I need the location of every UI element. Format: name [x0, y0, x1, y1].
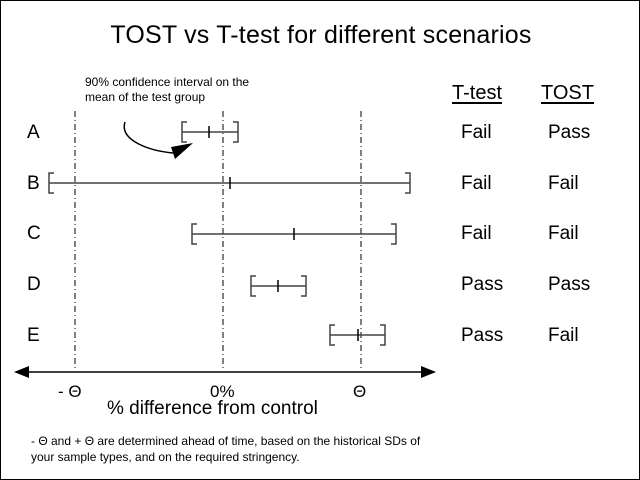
result-tost-d: Pass [548, 274, 591, 295]
slide-title: TOST vs T-test for different scenarios [110, 21, 532, 49]
result-ttest-c: Fail [461, 223, 492, 244]
result-tost-e: Fail [548, 325, 579, 346]
confidence-interval-callout: 90% confidence interval on the mean of t… [85, 75, 250, 104]
column-header-tost: TOST [541, 82, 594, 104]
result-tost-a: Pass [548, 122, 591, 143]
result-tost-c: Fail [548, 223, 579, 244]
interval-e [329, 324, 386, 346]
result-ttest-e: Pass [461, 325, 504, 346]
interval-c [191, 223, 397, 245]
scenario-label-b: B [27, 173, 40, 194]
interval-a [181, 121, 239, 143]
callout-arrowhead [171, 143, 193, 159]
scenario-label-e: E [27, 325, 40, 346]
column-header-ttest: T-test [452, 82, 503, 104]
footnote: - Θ and + Θ are determined ahead of time… [31, 434, 421, 464]
axis-label-zero: 0% [210, 382, 235, 401]
interval-b [48, 172, 411, 194]
interval-d [250, 275, 307, 297]
axis-label-pos-theta: Θ [353, 382, 367, 401]
scenario-label-c: C [27, 223, 41, 244]
callout-arrow [123, 121, 174, 154]
scenario-label-a: A [27, 122, 40, 143]
axis-title: % difference from control [107, 398, 318, 419]
result-tost-b: Fail [548, 173, 579, 194]
result-ttest-d: Pass [461, 274, 504, 295]
result-ttest-b: Fail [461, 173, 492, 194]
axis-label-neg-theta: - Θ [58, 382, 82, 401]
result-ttest-a: Fail [461, 122, 492, 143]
scenario-label-d: D [27, 274, 41, 295]
